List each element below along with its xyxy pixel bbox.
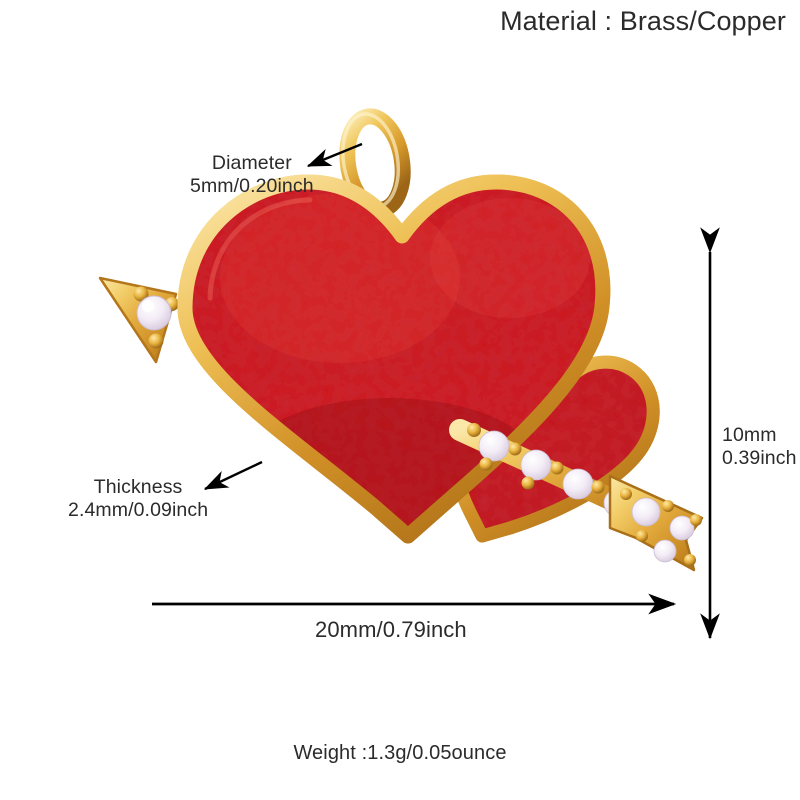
diameter-value: 5mm/0.20inch (190, 175, 314, 197)
pendant-illustration (98, 108, 704, 572)
diameter-leader-arrow (306, 142, 363, 168)
weight-label: Weight :1.3g/0.05ounce (293, 742, 507, 764)
thickness-callout: Thickness 2.4mm/0.09inch (68, 476, 208, 522)
cz-stone (669, 515, 695, 541)
arrow-fletching (98, 276, 179, 364)
cz-stone (631, 497, 661, 527)
height-value-inch: 0.39inch (722, 447, 797, 469)
thickness-value: 2.4mm/0.09inch (68, 499, 209, 521)
thickness-title: Thickness (93, 476, 183, 498)
cz-stone (653, 539, 677, 563)
gold-bead (148, 333, 164, 349)
diameter-callout: Diameter 5mm/0.20inch (190, 152, 314, 198)
gold-bead (133, 286, 149, 302)
thickness-leader-arrow (203, 460, 263, 491)
height-value-mm: 10mm (722, 424, 777, 446)
material-label: Material : Brass/Copper (500, 6, 786, 36)
heart-arrow-pendant-image (90, 108, 720, 578)
width-callout: 20mm/0.79inch (315, 617, 467, 642)
cz-stone (136, 295, 172, 331)
diameter-title: Diameter (211, 152, 292, 174)
height-callout: 10mm 0.39inch (722, 424, 797, 470)
